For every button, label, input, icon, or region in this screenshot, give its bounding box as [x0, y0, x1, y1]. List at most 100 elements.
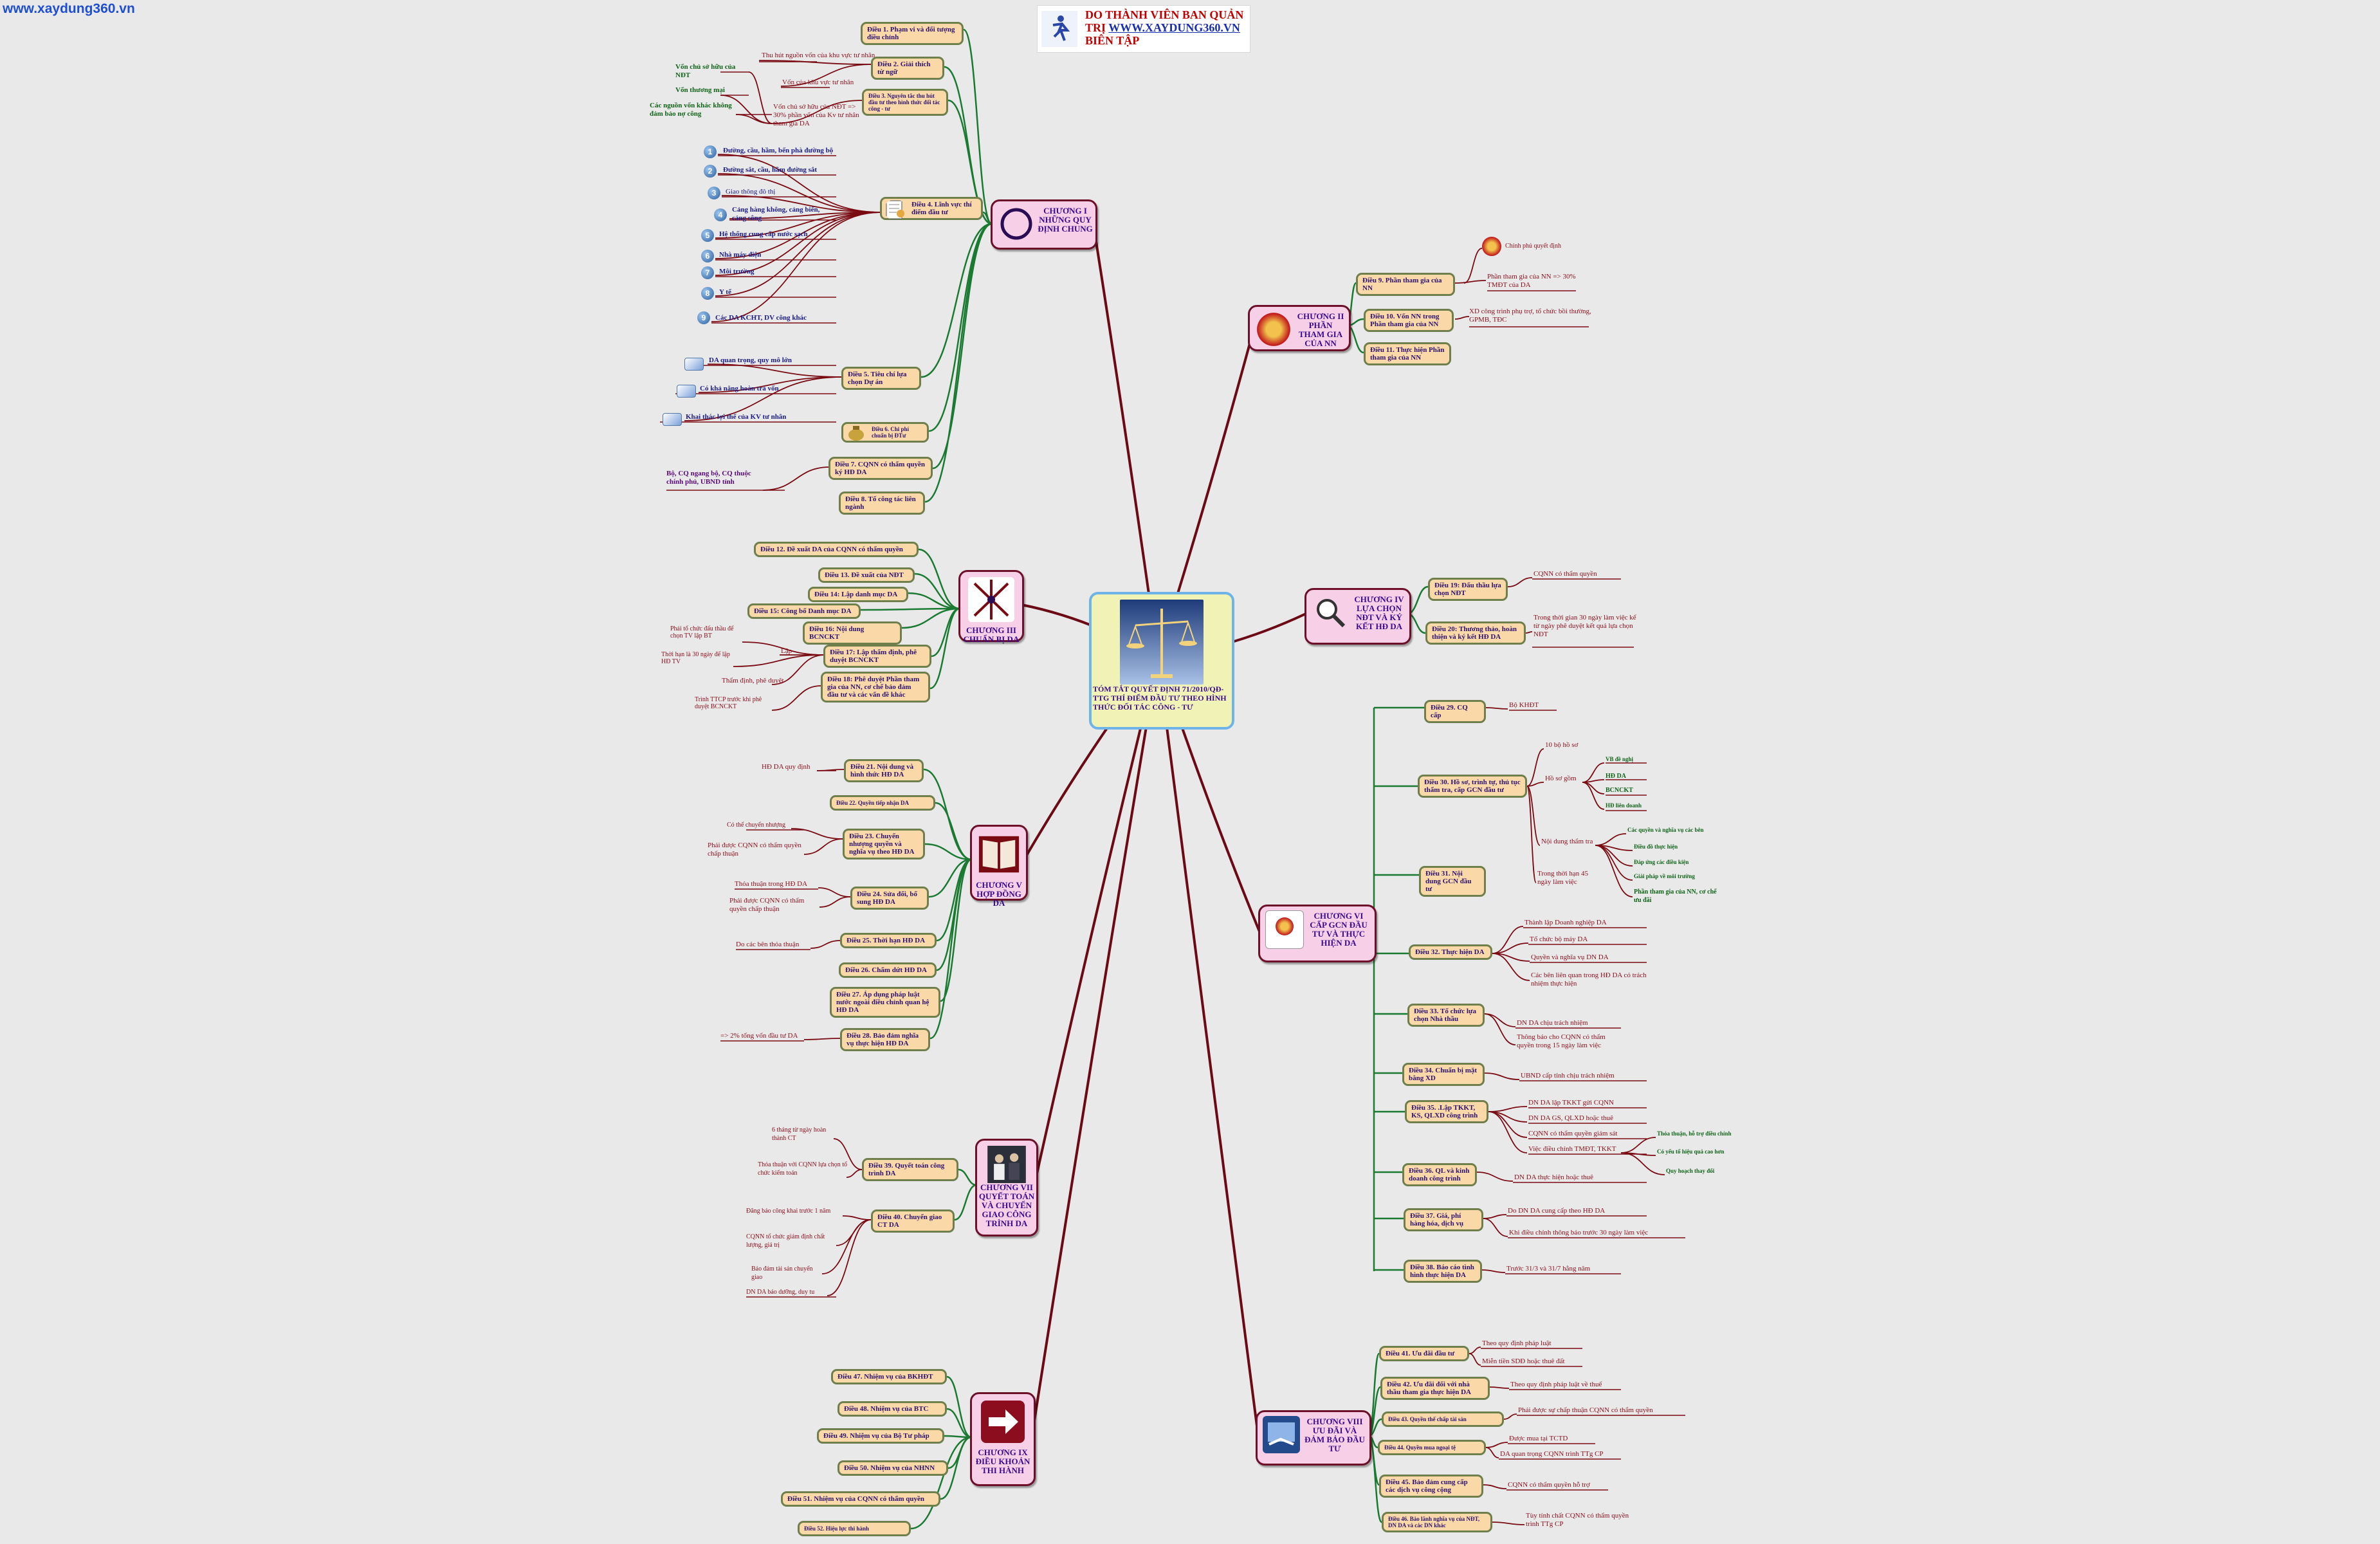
article-30-node[interactable]: Điều 30. Hồ sơ, trình tự, thủ tục thẩm t…: [1418, 775, 1527, 798]
leaf-link: [771, 654, 825, 685]
chapter-5-node[interactable]: CHƯƠNG V HỢP ĐỒNG DA: [970, 825, 1028, 908]
article-7-node[interactable]: Điều 7. CQNN có thẩm quyền ký HĐ DA: [828, 457, 933, 480]
article-5-node[interactable]: Điều 5. Tiêu chí lựa chọn Dự án: [841, 367, 921, 390]
article-48-node[interactable]: Điều 48. Nhiệm vụ của BTC: [838, 1401, 947, 1417]
leaf-text: Bộ, CQ ngang bộ, CQ thuộc chính phủ, UBN…: [666, 470, 751, 486]
article-11-node[interactable]: Điều 11. Thực hiện Phần tham gia của NN: [1364, 342, 1451, 365]
leaf-link: [1595, 833, 1627, 846]
article-6-label: Điều 6. Chi phí chuẩn bị ĐTư: [872, 426, 910, 439]
chapter-9-node[interactable]: CHƯƠNG IX ĐIỀU KHOẢN THI HÀNH: [970, 1392, 1036, 1486]
chapter-1-node[interactable]: CHƯƠNG I NHỮNG QUY ĐỊNH CHUNG: [991, 199, 1097, 250]
leaf-link: [711, 212, 882, 322]
money-bag-icon: [848, 426, 864, 441]
article-1-node[interactable]: Điều 1. Phạm vi và đối tượng điều chỉnh: [861, 22, 964, 45]
handshake-icon: [1263, 1416, 1300, 1453]
leaf-text: Phải tổ chức đấu thầu để chọn TV lập BT: [670, 625, 734, 639]
leaf-link: [715, 212, 882, 276]
leaf-link: [1526, 782, 1544, 787]
article-42-node[interactable]: Điều 42. Ưu đãi đối với nhà thầu tham gi…: [1380, 1377, 1490, 1400]
article-21-node[interactable]: Điều 21. Nội dung và hình thức HĐ DA: [844, 759, 924, 782]
number-5-icon: 5: [701, 229, 714, 242]
article-15-node[interactable]: Điều 15: Công bố Danh mục DA: [747, 603, 861, 619]
article-26-node[interactable]: Điều 26. Chấm dứt HĐ DA: [839, 962, 937, 978]
article-50-node[interactable]: Điều 50. Nhiệm vụ của NHNN: [838, 1460, 948, 1476]
chapter-4-node[interactable]: CHƯƠNG IV LỰA CHỌN NĐT VÀ KÝ KẾT HĐ DA: [1304, 588, 1411, 645]
article-20-node[interactable]: Điều 20: Thương thảo, hoàn thiện và ký k…: [1425, 621, 1526, 645]
leaf-link: [1485, 707, 1508, 710]
article-16-node[interactable]: Điều 16: Nội dung BCNCKT: [803, 621, 902, 645]
leaf-text: Quy hoạch thay đổi: [1666, 1168, 1715, 1174]
article-19-node[interactable]: Điều 19: Đấu thầu lựa chọn NĐT: [1428, 578, 1508, 601]
article-link: [935, 802, 972, 861]
article-14-node[interactable]: Điều 14: Lập danh mục DA: [808, 587, 908, 602]
article-47-node[interactable]: Điều 47. Nhiệm vụ của BKHĐT: [831, 1369, 947, 1384]
article-33-node[interactable]: Điều 33. Tổ chức lựa chọn Nhà thầu: [1407, 1004, 1485, 1027]
article-40-node[interactable]: Điều 40. Chuyển giao CT DA: [871, 1209, 955, 1233]
number-7-icon: 7: [701, 266, 714, 279]
article-36-node[interactable]: Điều 36. QL và kinh doanh công trình: [1402, 1163, 1477, 1186]
article-39-node[interactable]: Điều 39. Quyết toán công trình DA: [862, 1158, 958, 1181]
article-49-node[interactable]: Điều 49. Nhiệm vụ của Bộ Tư pháp: [817, 1428, 944, 1444]
article-45-node[interactable]: Điều 45. Bảo đảm cung cấp các dịch vụ cô…: [1379, 1475, 1483, 1498]
article-8-node[interactable]: Điều 8. Tổ công tác liên ngành: [839, 492, 925, 515]
leaf-text: 6 tháng từ ngày hoàn thành CT: [772, 1126, 827, 1142]
central-title: TÓM TẮT QUYẾT ĐỊNH 71/2010/QĐ-TTG THÍ ĐI…: [1093, 685, 1227, 712]
banner-link[interactable]: WWW.XAYDUNG360.VN: [1108, 21, 1240, 34]
number-3-icon: 3: [708, 187, 720, 199]
article-27-node[interactable]: Điều 27. Áp dụng pháp luật nước ngoài đi…: [830, 987, 940, 1018]
article-38-node[interactable]: Điều 38. Báo cáo tình hình thực hiện DA: [1404, 1260, 1482, 1283]
leaf-text: Thỏa thuận với CQNN lựa chọn tổ chức kiể…: [758, 1161, 848, 1177]
central-topic[interactable]: TÓM TẮT QUYẾT ĐỊNH 71/2010/QĐ-TTG THÍ ĐI…: [1089, 592, 1234, 730]
leaf-link: [748, 71, 773, 124]
leaf-text: CQNN có thẩm quyền giám sát: [1528, 1130, 1618, 1137]
chapter-8-node[interactable]: CHƯƠNG VIII ƯU ĐÃI VÀ ĐẢM BẢO ĐẦU TƯ: [1256, 1410, 1371, 1466]
leaf-link: [1485, 1442, 1508, 1448]
article-3-node[interactable]: Điều 3. Nguyên tắc thu hút đầu tư theo h…: [862, 89, 948, 116]
article-9-node[interactable]: Điều 9. Phần tham gia của NN: [1356, 273, 1455, 296]
chapter-3-node[interactable]: CHƯƠNG III CHUẨN BỊ DA: [958, 570, 1024, 644]
article-41-node[interactable]: Điều 41. Ưu đãi đầu tư: [1379, 1346, 1469, 1361]
leaf-text: CQNN có thẩm quyền: [1533, 570, 1597, 578]
article-44-node[interactable]: Điều 44. Quyền mua ngoại tệ: [1378, 1440, 1486, 1455]
article-23-node[interactable]: Điều 23. Chuyển nhượng quyền và nghĩa vụ…: [843, 829, 925, 859]
chapter-6-node[interactable]: CHƯƠNG VI CẤP GCN ĐẦU TƯ VÀ THỰC HIỆN DA: [1258, 905, 1377, 962]
chapter-4-label: CHƯƠNG IV LỰA CHỌN NĐT VÀ KÝ KẾT HĐ DA: [1354, 594, 1404, 631]
article-24-node[interactable]: Điều 24. Sửa đổi, bổ sung HĐ DA: [850, 887, 929, 910]
article-10-node[interactable]: Điều 10. Vốn NN trong Phần tham gia của …: [1364, 309, 1454, 332]
article-link: [958, 1168, 977, 1186]
article-link: [947, 99, 993, 225]
article-13-node[interactable]: Điều 13. Đề xuất của NĐT: [818, 567, 915, 583]
leaf-text: Đường sắt, cầu, hầm đường sắt: [723, 166, 818, 174]
article-46-node[interactable]: Điều 46. Bảo lãnh nghĩa vụ của NĐT, DN D…: [1382, 1512, 1492, 1532]
site-url[interactable]: www.xaydung360.vn: [3, 1, 135, 16]
article-52-node[interactable]: Điều 52. Hiệu lực thi hành: [798, 1521, 911, 1536]
leaf-text: Đăng báo công khai trước 1 năm: [746, 1208, 831, 1215]
article-25-node[interactable]: Điều 25. Thời hạn HĐ DA: [840, 933, 937, 948]
banner-line-3: BIÊN TẬP: [1085, 34, 1140, 47]
article-17-node[interactable]: Điều 17: Lập thẩm định, phê duyệt BCNCKT: [823, 645, 931, 668]
chapter-2-node[interactable]: CHƯƠNG II PHẦN THAM GIA CỦA NN: [1248, 305, 1351, 351]
leaf-link: [833, 1138, 863, 1170]
article-2-node[interactable]: Điều 2. Giải thích từ ngữ: [871, 57, 944, 80]
leaf-text: Trong thời hạn 45 ngày làm việc: [1537, 870, 1589, 886]
leaf-text: Khi điều chỉnh thông báo trước 30 ngày l…: [1509, 1229, 1649, 1236]
article-29-node[interactable]: Điều 29. CQ cấp: [1424, 700, 1486, 723]
article-31-node[interactable]: Điều 31. Nội dung GCN đầu tư: [1419, 866, 1486, 897]
article-22-node[interactable]: Điều 22. Quyền tiếp nhận DA: [830, 795, 935, 811]
article-18-node[interactable]: Điều 18: Phê duyệt Phần tham gia của NN,…: [821, 672, 930, 703]
article-12-node[interactable]: Điều 12. Đề xuất DA của CQNN có thẩm quy…: [754, 542, 919, 557]
leaf-text: Điều đồ thực hiện: [1634, 843, 1678, 850]
article-43-node[interactable]: Điều 43. Quyền thế chấp tài sản: [1382, 1411, 1504, 1427]
chapter-7-node[interactable]: CHƯƠNG VII QUYẾT TOÁN VÀ CHUYỂN GIAO CÔN…: [975, 1139, 1038, 1236]
article-32-node[interactable]: Điều 32. Thực hiện DA: [1409, 944, 1492, 960]
leaf-text: DN DA thực hiện hoặc thuê: [1514, 1173, 1593, 1181]
article-37-node[interactable]: Điều 37. Giá, phí hàng hóa, dịch vụ: [1404, 1208, 1483, 1231]
article-link: [924, 843, 972, 861]
article-28-node[interactable]: Điều 28. Bảo đảm nghĩa vụ thực hiện HĐ D…: [840, 1028, 930, 1051]
article-34-node[interactable]: Điều 34. Chuẩn bị mặt bằng XD: [1402, 1063, 1485, 1086]
leaf-text: Giải pháp về môi trường: [1634, 873, 1695, 879]
leaf-text: Thông báo cho CQNN có thẩm quyền trong 1…: [1517, 1033, 1606, 1049]
article-35-node[interactable]: Điều 35. .Lập TKKT, KS, QLXD công trình: [1405, 1100, 1488, 1123]
article-51-node[interactable]: Điều 51. Nhiệm vụ của CQNN có thẩm quyền: [781, 1491, 940, 1507]
